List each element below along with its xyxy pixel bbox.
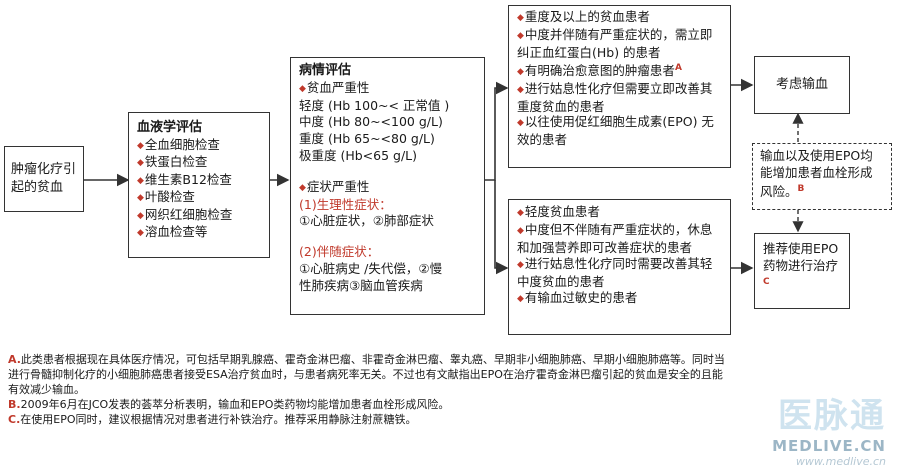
bullet-icon: ◆: [137, 158, 144, 168]
hematology-item: ◆网织红细胞检查: [137, 206, 233, 222]
comorbid-line: ①心脏病史 /失代偿，②慢: [299, 260, 443, 276]
severe-item: ◆重度及以上的贫血患者: [517, 9, 650, 24]
hematology-item: ◆全血细胞检查: [137, 136, 220, 152]
bullet-icon: ◆: [137, 210, 144, 221]
severity-severe: 重度 (Hb 65~<80 g/L): [299, 131, 435, 147]
mild-item: ◆有输血过敏史的患者: [517, 289, 638, 305]
bullet-icon: ◆: [517, 208, 524, 218]
watermark-site: MEDLIVE.CN: [772, 437, 886, 455]
watermark: 医脉通 MEDLIVE.CN www.medlive.cn: [772, 388, 886, 468]
hematology-item: ◆叶酸检查: [137, 189, 195, 204]
bullet-icon: ◆: [517, 293, 524, 304]
note-marker-a: A: [674, 62, 682, 73]
severity-very-severe: 极重度 (Hb<65 g/L): [299, 147, 418, 163]
watermark-url: www.medlive.cn: [795, 455, 886, 468]
footnotes: A.此类患者根据现在具体医疗情况，可包括早期乳腺癌、霍奇金淋巴瘤、非霍奇金淋巴瘤…: [8, 352, 728, 427]
epo-box: 推荐使用EPO药物进行治疗 C: [754, 233, 850, 309]
bullet-icon: ◆: [517, 84, 524, 95]
epo-text: 推荐使用EPO药物进行治疗: [763, 241, 839, 273]
risk-text: 输血以及使用EPO均能增加患者血栓形成风险。: [760, 148, 873, 199]
bullet-icon: ◆: [517, 13, 524, 23]
severity-moderate: 中度 (Hb 80~<100 g/L): [299, 114, 443, 130]
bullet-icon: ◆: [517, 30, 524, 41]
bullet-icon: ◆: [137, 193, 144, 203]
mild-patients-box: ◆轻度贫血患者 ◆中度但不伴随有严重症状的，休息和加强营养即可改善症状的患者 ◆…: [508, 199, 731, 335]
bullet-icon: ◆: [299, 83, 306, 94]
bullet-icon: ◆: [517, 259, 524, 270]
transfusion-box: 考虑输血: [754, 56, 850, 114]
severe-item: ◆进行姑息性化疗但需要立即改善其重度贫血的患者: [517, 80, 713, 114]
severe-item: ◆有明确治愈意图的肿瘤患者A: [517, 62, 682, 78]
severe-item: ◆中度并伴随有严重症状的，需立即纠正血红蛋白(Hb) 的患者: [517, 26, 713, 60]
bullet-icon: ◆: [517, 225, 524, 236]
hematology-item: ◆铁蛋白检查: [137, 154, 208, 169]
bullet-icon: ◆: [137, 140, 144, 151]
spacer: [299, 165, 476, 179]
hematology-title: 血液学评估: [137, 120, 203, 135]
footnote-b: B.2009年6月在JCO发表的荟萃分析表明，输血和EPO类药物均能增加患者血栓…: [8, 398, 450, 411]
mild-item: ◆轻度贫血患者: [517, 204, 600, 219]
physiological-items: ①心脏症状，②肺部症状: [299, 213, 434, 229]
footnote-c: C.在使用EPO同时，建议根据情况对患者进行补铁治疗。推荐采用静脉注射蔗糖铁。: [8, 413, 417, 426]
condition-title: 病情评估: [299, 63, 352, 78]
bullet-icon: ◆: [299, 182, 306, 193]
hematology-box: 血液学评估 ◆全血细胞检查 ◆铁蛋白检查 ◆维生素B12检查 ◆叶酸检查 ◆网织…: [128, 112, 270, 258]
footnote-a: A.此类患者根据现在具体医疗情况，可包括早期乳腺癌、霍奇金淋巴瘤、非霍奇金淋巴瘤…: [8, 353, 725, 396]
symptom-heading: ◆症状严重性: [299, 178, 370, 194]
mild-item: ◆进行姑息性化疗同时需要改善其轻中度贫血的患者: [517, 255, 713, 289]
severe-patients-box: ◆重度及以上的贫血患者 ◆中度并伴随有严重症状的，需立即纠正血红蛋白(Hb) 的…: [508, 5, 731, 168]
mild-item: ◆中度但不伴随有严重症状的，休息和加强营养即可改善症状的患者: [517, 221, 713, 255]
severity-heading: ◆贫血严重性: [299, 79, 370, 95]
start-box: 肿瘤化疗引起的贫血: [4, 146, 84, 212]
bullet-icon: ◆: [517, 66, 524, 77]
comorbid-line: 性肺疾病③脑血管疾病: [299, 277, 423, 293]
arrow-condition-to-mild: [494, 180, 509, 275]
transfusion-text: 考虑输血: [775, 76, 828, 92]
hematology-item: ◆维生素B12检查: [137, 171, 232, 187]
bullet-icon: ◆: [137, 175, 144, 186]
condition-box: 病情评估 ◆贫血严重性 轻度 (Hb 100~< 正常值 ) 中度 (Hb 80…: [290, 57, 485, 315]
arrow-condition-to-severe: [485, 81, 509, 181]
physiological-heading: (1)生理性症状：: [299, 196, 392, 212]
note-marker-c: C: [763, 277, 770, 287]
hematology-item: ◆溶血检查等: [137, 224, 208, 239]
severity-mild: 轻度 (Hb 100~< 正常值 ): [299, 97, 450, 113]
thrombosis-risk-box: 输血以及使用EPO均能增加患者血栓形成风险。B: [752, 143, 892, 210]
comorbid-heading: (2)伴随症状：: [299, 244, 380, 260]
start-text: 肿瘤化疗引起的贫血: [11, 162, 77, 195]
bullet-icon: ◆: [137, 228, 144, 238]
note-marker-b: B: [797, 184, 805, 194]
watermark-brand: 医脉通: [778, 396, 886, 436]
spacer: [299, 230, 476, 244]
severe-item: ◆以往使用促红细胞生成素(EPO) 无效的患者: [517, 114, 714, 148]
connector-layer: [84, 78, 804, 275]
bullet-icon: ◆: [517, 118, 524, 129]
